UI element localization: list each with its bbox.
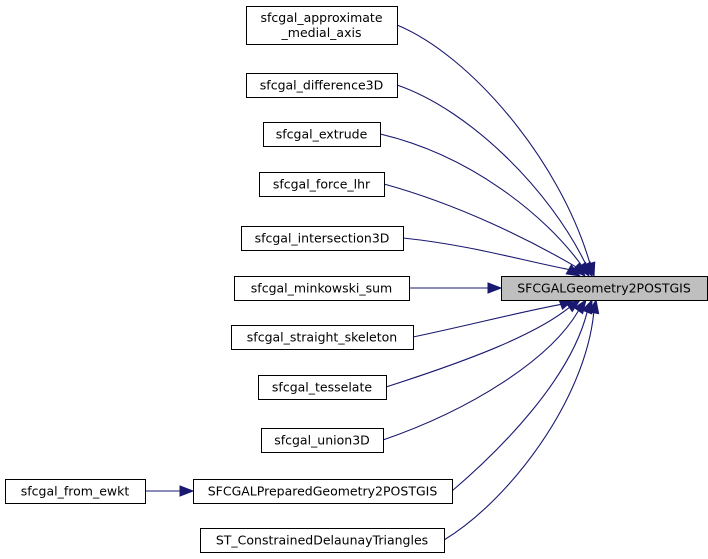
node-union3d[interactable]: sfcgal_union3D: [261, 428, 384, 453]
node-label: sfcgal_extrude: [276, 127, 368, 142]
node-box: [5, 479, 146, 504]
node-constrained[interactable]: ST_ConstrainedDelaunayTriangles: [200, 528, 445, 553]
node-label: sfcgal_force_lhr: [273, 177, 371, 192]
edge-tesselate-to-target: [385, 299, 582, 388]
arrowhead: [487, 282, 503, 294]
node-fromewkt[interactable]: sfcgal_from_ewkt: [5, 479, 146, 504]
edge-line: [412, 303, 561, 338]
node-extrude[interactable]: sfcgal_extrude: [263, 122, 381, 147]
edge-inter3d-to-target: [402, 237, 582, 277]
node-diff3d[interactable]: sfcgal_difference3D: [246, 73, 398, 98]
arrowhead: [571, 262, 586, 277]
node-inter3d[interactable]: sfcgal_intersection3D: [241, 226, 404, 251]
node-label: SFCGALGeometry2POSTGIS: [517, 281, 691, 296]
edge-line: [379, 133, 582, 266]
edge-approx-to-target: [396, 24, 596, 278]
edge-line: [396, 24, 591, 264]
nodes: sfcgal_approximate_medial_axis sfcgal_dif…: [5, 6, 708, 553]
node-label: sfcgal_from_ewkt: [21, 484, 130, 499]
edge-line: [382, 310, 580, 441]
edge-line: [383, 183, 577, 268]
edge-straight-to-target: [412, 299, 575, 338]
node-prepared[interactable]: SFCGALPreparedGeometry2POSTGIS: [193, 479, 453, 504]
node-label: ST_ConstrainedDelaunayTriangles: [216, 533, 428, 548]
node-label: sfcgal_minkowski_sum: [251, 281, 392, 296]
arrowhead: [179, 485, 195, 497]
edge-minkowski-to-target: [409, 282, 503, 294]
arrowhead: [588, 298, 600, 315]
node-box: [241, 226, 404, 251]
edge-extrude-to-target: [379, 133, 590, 278]
node-label: _medial_axis: [281, 25, 362, 40]
node-box: [193, 479, 453, 504]
node-label: sfcgal_difference3D: [260, 78, 383, 93]
edge-line: [396, 84, 587, 265]
node-box: [246, 73, 398, 98]
node-box: [261, 428, 384, 453]
node-box: [263, 122, 381, 147]
arrowhead: [565, 264, 582, 277]
node-box: [259, 172, 385, 197]
edge-line: [443, 312, 595, 541]
node-box: [501, 276, 708, 301]
node-box: [200, 528, 445, 553]
edge-constrained-to-target: [443, 298, 600, 541]
node-minkowski[interactable]: sfcgal_minkowski_sum: [234, 276, 410, 301]
edge-line: [451, 311, 588, 492]
edge-diff3d-to-target: [396, 84, 593, 278]
edges: [145, 24, 600, 541]
edge-prepared-to-target: [451, 298, 593, 492]
node-target[interactable]: SFCGALGeometry2POSTGIS: [501, 276, 708, 301]
arrowhead: [565, 299, 582, 313]
node-label: sfcgal_straight_skeleton: [247, 330, 397, 345]
node-approx[interactable]: sfcgal_approximate_medial_axis: [246, 6, 398, 45]
edge-fromewkt-to-prepared: [145, 485, 195, 497]
edge-forcelhr-to-target: [383, 183, 586, 277]
node-box: [231, 325, 414, 350]
node-label: sfcgal_approximate: [260, 10, 382, 25]
edge-line: [402, 237, 569, 271]
node-forcelhr[interactable]: sfcgal_force_lhr: [259, 172, 385, 197]
node-label: SFCGALPreparedGeometry2POSTGIS: [208, 484, 438, 499]
node-tesselate[interactable]: sfcgal_tesselate: [258, 375, 387, 400]
node-label: sfcgal_union3D: [274, 433, 370, 448]
node-box: [258, 375, 387, 400]
node-box: [246, 6, 398, 45]
node-box: [234, 276, 410, 301]
node-label: sfcgal_intersection3D: [255, 231, 390, 246]
node-straight[interactable]: sfcgal_straight_skeleton: [231, 325, 414, 350]
edge-line: [385, 307, 570, 388]
node-label: sfcgal_tesselate: [272, 380, 372, 395]
